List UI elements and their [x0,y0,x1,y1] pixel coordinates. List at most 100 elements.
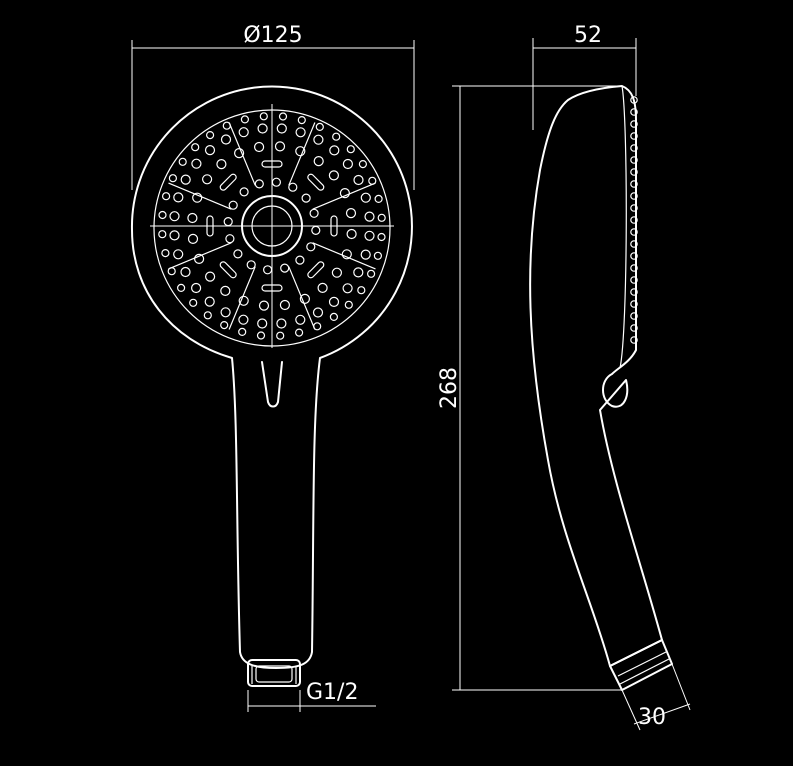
nozzle [238,295,249,306]
length-label: 268 [437,367,462,409]
side-nozzle-bump [630,96,638,104]
nozzle [328,170,339,181]
nozzle [297,115,306,125]
nozzle [345,208,357,219]
nozzle [161,249,170,258]
side-nozzle-bump [630,240,638,248]
side-nozzle-bump [630,312,638,320]
nozzle [346,228,357,240]
nozzle [309,208,319,218]
length-dimension: 268 [437,85,622,691]
depth-dimension: 52 [532,23,637,130]
nozzle [353,267,364,278]
side-view: 52 268 30 [437,23,691,731]
nozzle [367,269,376,278]
nozzle [377,213,386,222]
side-nozzle-bump [630,156,638,164]
nozzle [256,331,266,340]
nozzle [220,285,231,296]
nozzle [339,188,350,199]
nozzle [328,296,340,307]
nozzle [301,193,311,203]
nozzle [239,187,249,197]
nozzle [278,112,288,121]
nozzle [312,307,324,318]
side-nozzle-bump [630,288,638,296]
nozzle [315,122,324,132]
nozzle [259,112,268,121]
nozzle [220,321,229,330]
nozzle [162,192,171,201]
side-nozzle-bump [630,168,638,176]
slot-nozzle [307,173,325,191]
nozzle [329,312,338,321]
side-nozzle-bump [630,192,638,200]
side-nozzle-bump [630,180,638,188]
nozzle [295,127,306,138]
nozzle [295,146,306,157]
nozzle [377,232,386,242]
depth-label: 52 [574,23,602,48]
nozzle [202,174,213,185]
nozzle [233,249,243,259]
connector-dimension: 30 [621,663,691,731]
nozzle [204,296,215,307]
nozzle [180,174,191,185]
spray-divider [312,242,376,270]
nozzle [374,194,383,203]
nozzle [360,249,371,260]
nozzle [205,271,216,282]
connector-label: 30 [638,705,666,730]
nozzle [317,282,328,293]
front-view: Ø125 G1/2 [130,23,415,712]
spray-divider [288,266,316,330]
slot-nozzle [219,261,237,279]
side-nozzle-bump [630,108,638,116]
nozzle [177,283,186,292]
side-nozzle-bump [630,300,638,308]
nozzle [203,311,212,320]
nozzle [187,233,199,244]
nozzle [342,158,353,170]
diameter-label: Ø125 [243,23,302,48]
nozzle [238,327,247,336]
nozzle [220,134,232,145]
nozzle [344,300,353,309]
nozzle [271,177,281,187]
nozzle [216,159,227,170]
thread-label: G1/2 [306,680,358,705]
nozzle [279,299,290,311]
nozzle [158,210,167,220]
nozzle [306,242,316,252]
nozzle [169,230,180,241]
nozzle [299,293,310,304]
nozzle [240,115,249,124]
nozzle [223,217,233,227]
nozzle [342,283,353,294]
nozzle [178,157,187,166]
nozzle [169,211,180,222]
nozzle [311,225,321,235]
nozzle [158,230,167,239]
spray-divider [228,266,256,330]
nozzle [191,143,200,152]
nozzle [173,249,184,260]
nozzle [263,265,273,275]
nozzle [257,123,268,134]
slot-nozzle [206,215,214,237]
nozzle [353,174,364,186]
nozzle [357,286,366,295]
nozzle [276,331,285,340]
nozzle [258,300,270,311]
nozzle [295,255,305,265]
nozzle [274,141,286,152]
side-nozzle-bump [630,132,638,140]
nozzle [332,132,341,141]
side-outline [529,85,663,667]
nozzle [192,192,203,203]
nozzle [234,148,245,159]
slot-nozzle [219,173,237,191]
nozzle [280,263,290,273]
nozzle [225,234,235,244]
slot-nozzle [307,261,325,279]
